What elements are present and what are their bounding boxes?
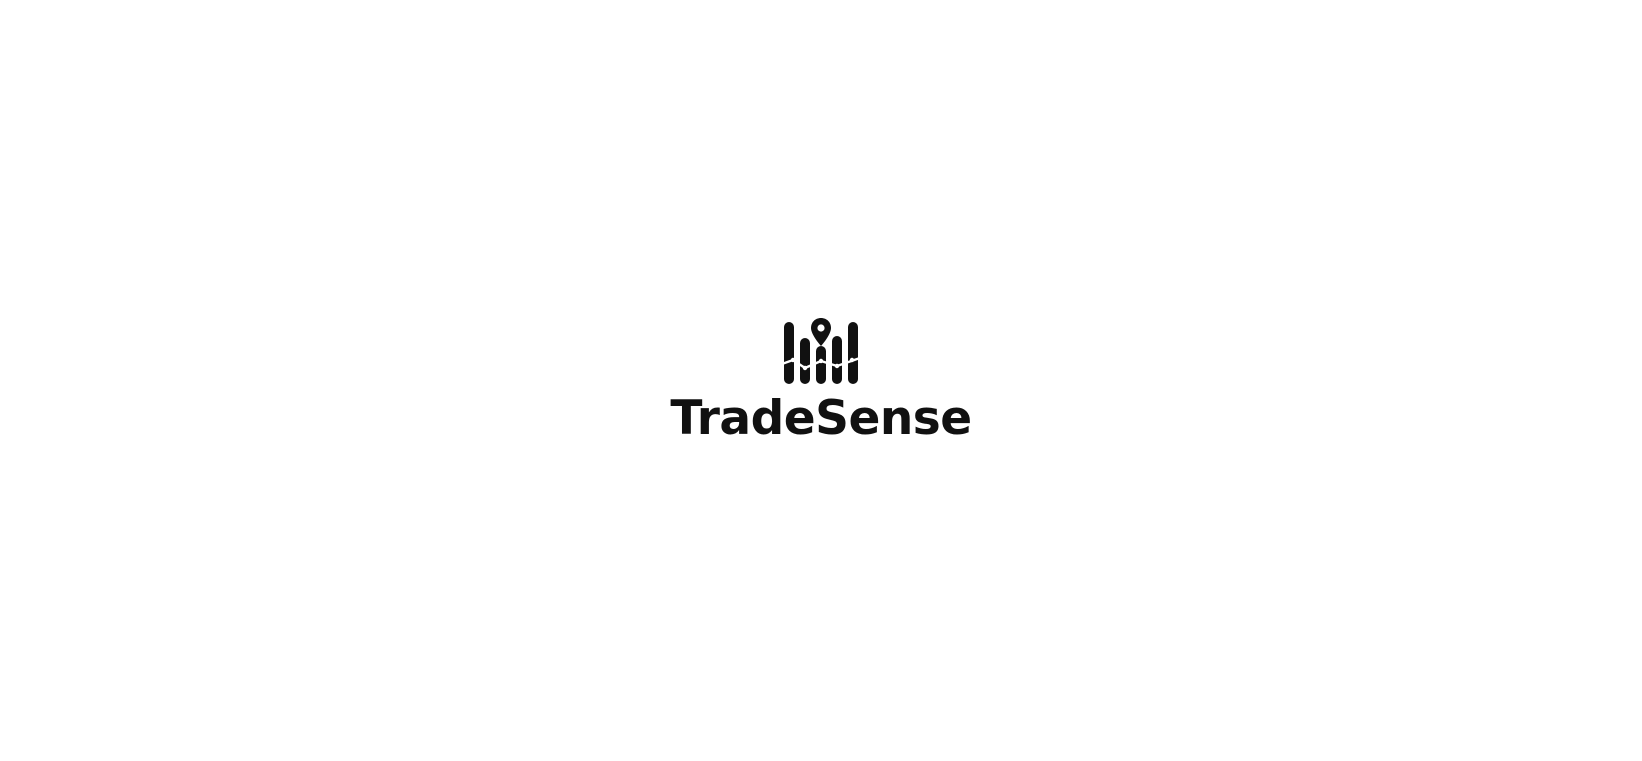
- tradesense-logo-icon: [784, 318, 862, 384]
- brand-wordmark: TradeSense: [670, 391, 972, 446]
- brand-lockup: TradeSense: [0, 318, 1642, 445]
